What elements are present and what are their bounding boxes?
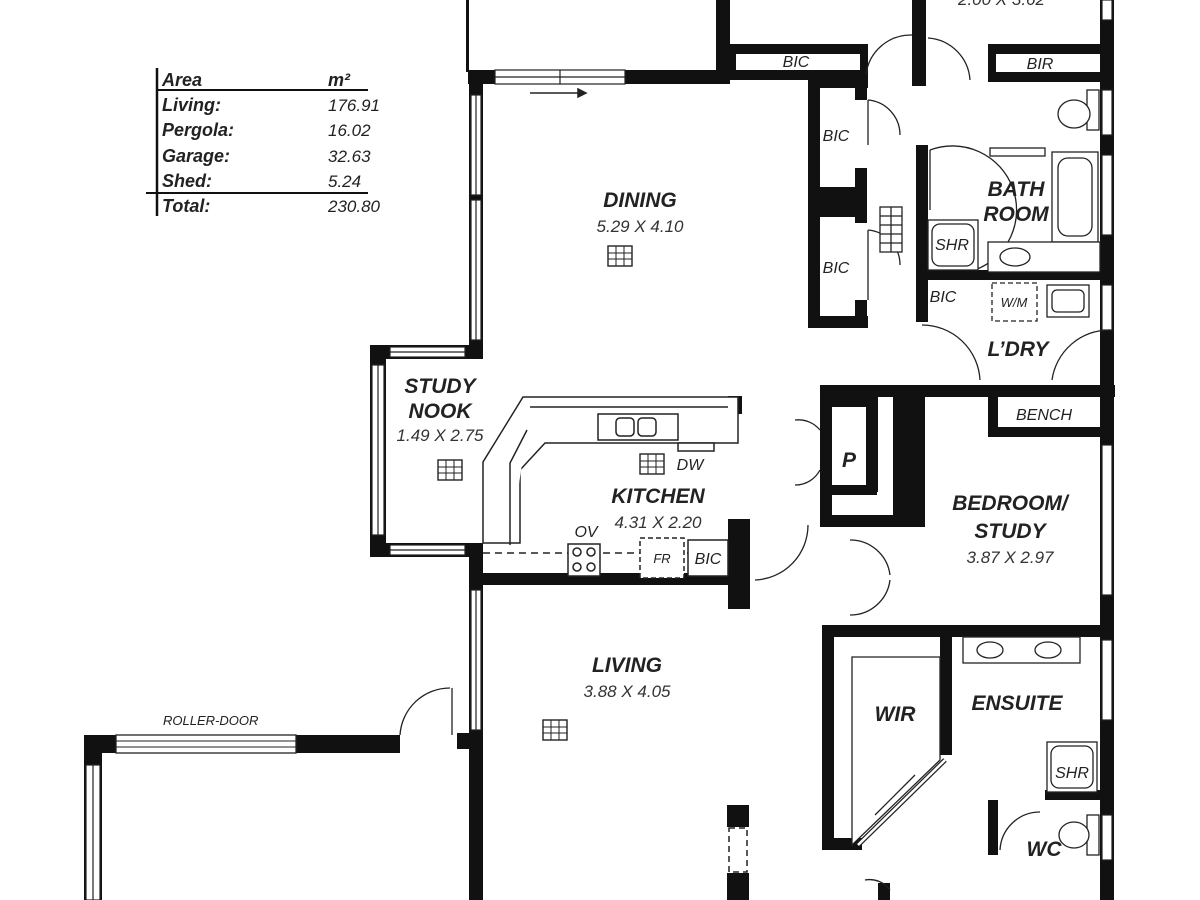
area-row-value: 32.63 xyxy=(328,147,371,166)
oven-label: OV xyxy=(574,524,598,541)
study-nook-dims: 1.49 X 2.75 xyxy=(397,426,485,445)
bench-label: BENCH xyxy=(1016,407,1072,424)
area-row-label: Living: xyxy=(162,95,221,115)
ensuite-label: ENSUITE xyxy=(971,692,1063,715)
bathroom-label: ROOM xyxy=(983,203,1049,226)
bedroom-label: BEDROOM/ xyxy=(952,492,1070,515)
area-table: Area m² Living: 176.91 Pergola: 16.02 Ga… xyxy=(146,68,381,216)
kitchen-dims: 4.31 X 2.20 xyxy=(615,513,703,532)
area-row-value: 5.24 xyxy=(328,172,361,191)
living-label: LIVING xyxy=(592,654,662,677)
roller-door: ROLLER-DOOR xyxy=(115,713,297,754)
washing-machine-label: W/M xyxy=(1001,295,1028,310)
area-row-value: 16.02 xyxy=(328,121,371,140)
area-row-value: 176.91 xyxy=(328,96,380,115)
living-dims: 3.88 X 4.05 xyxy=(584,682,672,701)
bic-label: BIC xyxy=(930,289,957,306)
vent-icon xyxy=(437,459,463,481)
slide-arrow xyxy=(530,87,588,99)
vent-icon xyxy=(607,245,633,267)
bic-label: BIC xyxy=(783,54,810,71)
vent-icon xyxy=(639,453,665,475)
area-row-label: Pergola: xyxy=(162,120,234,140)
study-nook-label: NOOK xyxy=(409,400,474,423)
bic-label: BIC xyxy=(823,128,850,145)
roller-door-label: ROLLER-DOOR xyxy=(163,713,258,728)
bath-fixtures xyxy=(851,89,1101,856)
bedroom-dims: 3.87 X 2.97 xyxy=(967,548,1055,567)
area-row-label: Garage: xyxy=(162,146,230,166)
area-header-label: Area xyxy=(161,70,202,90)
dining-label: DINING xyxy=(603,189,677,212)
dishwasher-label: DW xyxy=(677,457,706,474)
study-nook-label: STUDY xyxy=(404,375,477,398)
walls xyxy=(84,0,1115,900)
bathroom-label: BATH xyxy=(988,178,1046,201)
bic-label: BIC xyxy=(823,260,850,277)
living-column xyxy=(728,827,748,873)
vent-icon xyxy=(542,719,568,741)
fridge-label: FR xyxy=(653,551,670,566)
area-row-label: Shed: xyxy=(162,171,212,191)
kitchen-label: KITCHEN xyxy=(611,485,705,508)
laundry-label: L’DRY xyxy=(987,338,1050,361)
bedroom-label: STUDY xyxy=(974,520,1047,543)
area-total-value: 230.80 xyxy=(327,197,381,216)
bir-label: BIR xyxy=(1027,56,1054,73)
area-header-unit: m² xyxy=(328,70,351,90)
dining-dims: 5.29 X 4.10 xyxy=(597,217,685,236)
kitchen-bench xyxy=(482,396,739,579)
windows xyxy=(85,0,1113,900)
top-room-dims: 2.00 X 3.62 xyxy=(957,0,1046,9)
wc-label: WC xyxy=(1027,838,1063,861)
shower-label: SHR xyxy=(1055,765,1089,782)
area-total-label: Total: xyxy=(162,196,210,216)
wir-label: WIR xyxy=(875,703,917,726)
bic-label: BIC xyxy=(695,551,722,568)
pantry-label: P xyxy=(842,449,857,472)
shower-label: SHR xyxy=(935,237,969,254)
